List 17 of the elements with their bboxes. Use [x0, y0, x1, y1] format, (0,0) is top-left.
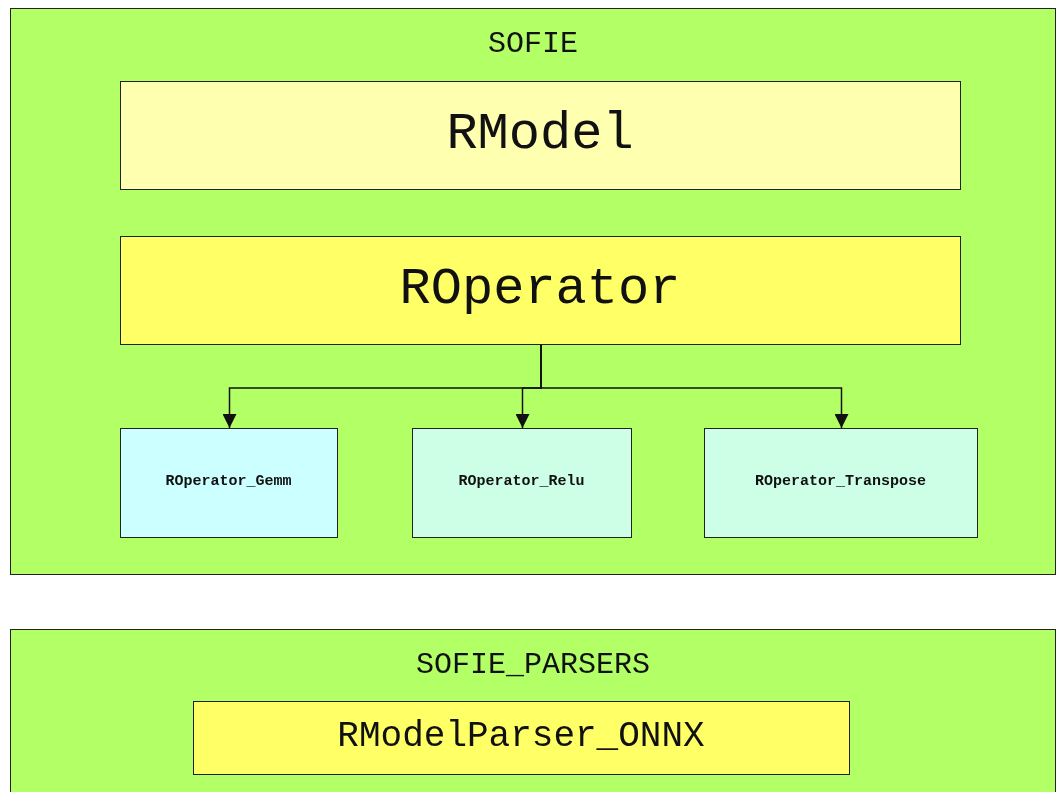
module-panel: [10, 8, 1056, 575]
class-name: ROperator_Gemm: [165, 473, 292, 491]
class-box: [411, 427, 632, 538]
class-box: [119, 80, 961, 190]
group-title: SOFIE: [488, 27, 578, 62]
class-box: [119, 427, 338, 538]
class-name: ROperator_Relu: [458, 473, 585, 491]
class-name: RModelParser_ONNX: [337, 716, 705, 758]
class-name: ROperator: [399, 259, 681, 320]
class-name: RModel: [446, 104, 634, 165]
class-box: [192, 700, 850, 775]
arrow: [540, 344, 849, 429]
class-box: [703, 427, 978, 538]
group-title: SOFIE_PARSERS: [416, 648, 650, 683]
class-name: ROperator_Transpose: [755, 473, 926, 491]
module-panel: [10, 629, 1056, 792]
class-box: [119, 235, 961, 345]
